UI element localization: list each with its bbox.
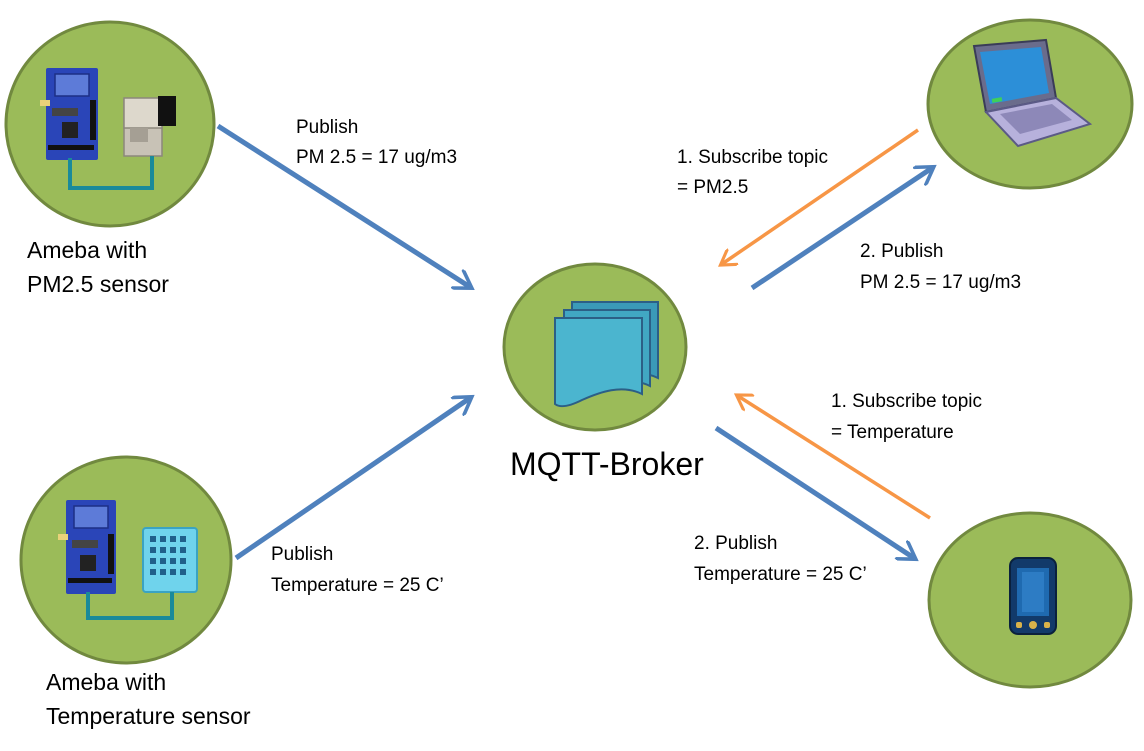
laptop-publish-arrow [750, 168, 932, 291]
phone-publish-arrow [714, 425, 914, 558]
document-stack-icon [554, 301, 659, 408]
laptop-publish-label-line1: 2. Publish [860, 241, 943, 262]
pm-publish-label-line2: PM 2.5 = 17 ug/m3 [296, 147, 457, 168]
temp-sensor-wire [86, 592, 174, 620]
temp-sensor-label-line2: Temperature sensor [46, 703, 251, 729]
pm-publish-arrow [216, 123, 470, 287]
pm-sensor-wire [68, 156, 154, 190]
pm-publish-label-line1: Publish [296, 117, 358, 138]
laptop-subscribe-arrow [722, 128, 919, 264]
ameba-board-icon [58, 500, 116, 594]
temp-sensor-label-line1: Ameba with [46, 669, 166, 695]
temp-publish-label-line1: Publish [271, 544, 333, 565]
temp-sensor-node [19, 455, 233, 665]
laptop-icon [972, 38, 1093, 148]
pm-sensor-label-line1: Ameba with [27, 237, 147, 263]
pm25-sensor-icon [123, 96, 176, 157]
phone-publish-label-line1: 2. Publish [694, 533, 777, 554]
ameba-board-icon [40, 68, 98, 160]
laptop-publish-label-line2: PM 2.5 = 17 ug/m3 [860, 272, 1021, 293]
phone-subscribe-arrow [738, 396, 931, 520]
phone-publish-label-line2: Temperature = 25 C’ [694, 564, 867, 585]
broker-label: MQTT-Broker [510, 446, 704, 482]
phone-subscribe-label-line2: = Temperature [831, 422, 954, 443]
laptop-subscribe-label-line1: 1. Subscribe topic [677, 147, 828, 168]
laptop-subscribe-label-line2: = PM2.5 [677, 177, 748, 198]
temp-publish-label-line2: Temperature = 25 C’ [271, 575, 444, 596]
pm-sensor-node [4, 20, 216, 228]
phone-subscribe-label-line1: 1. Subscribe topic [831, 391, 982, 412]
pm-sensor-label-line2: PM2.5 sensor [27, 271, 169, 297]
temperature-sensor-icon [142, 527, 198, 593]
temp-publish-arrow [234, 398, 470, 561]
smartphone-icon [1009, 557, 1057, 635]
